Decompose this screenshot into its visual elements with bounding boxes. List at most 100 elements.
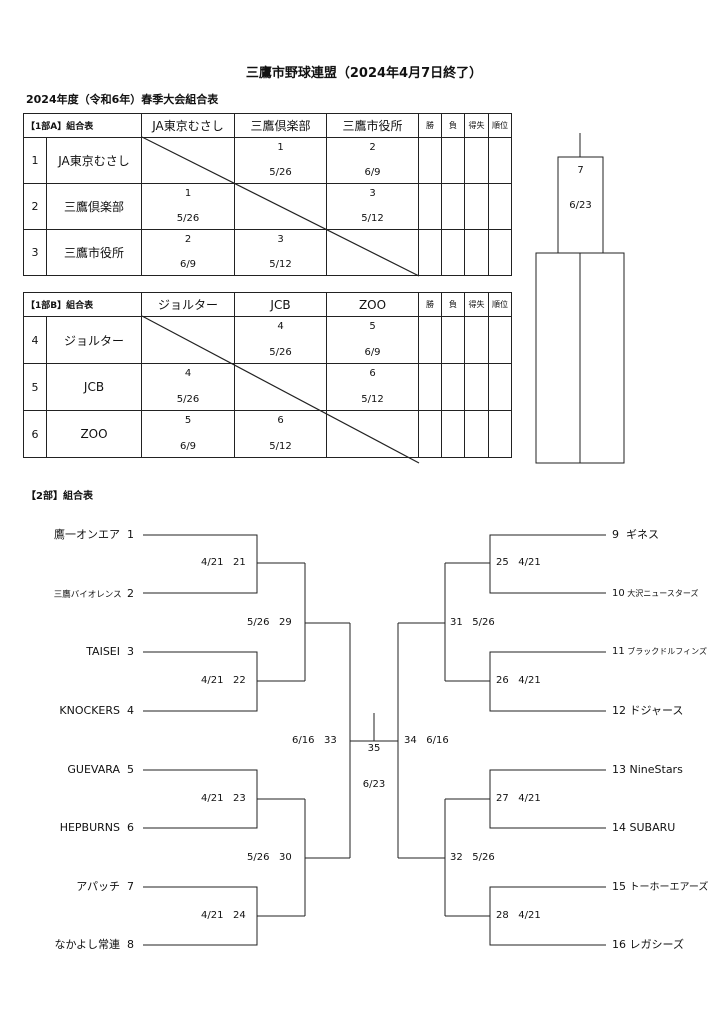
losses-cell [441, 316, 465, 364]
stat-header-run-diff: 得失 [464, 113, 489, 138]
run-diff-cell [464, 229, 489, 276]
team-name: なかよし常連 [54, 938, 120, 951]
team-label-10: 10 大沢ニュースターズ [612, 587, 698, 601]
team-name: ブラックドルフィンズ [627, 647, 707, 656]
game-number: 25 [496, 557, 509, 568]
game-35-date: 6/23 [362, 779, 386, 790]
team-number: 4 [127, 704, 134, 717]
game-32-label: 32 5/26 [450, 852, 495, 864]
game-number: 31 [450, 617, 463, 628]
game-25-label: 25 4/21 [496, 557, 541, 569]
rank-cell [488, 229, 512, 276]
team-number: 8 [127, 938, 134, 951]
div2-caption: 【2部】組合表 [26, 491, 93, 502]
game-33-label: 6/16 33 [292, 735, 337, 747]
league-a-col-team-3: 三鷹市役所 [326, 113, 419, 138]
team-number: 1 [127, 528, 134, 541]
team-number: 6 [23, 410, 47, 458]
team-label-1: 鷹一オンエア 1 [54, 528, 134, 542]
team-name: レガシーズ [629, 938, 684, 951]
team-number: 5 [127, 763, 134, 776]
team-number: 6 [127, 821, 134, 834]
game-date: 4/21 [201, 675, 224, 686]
team-label-9: 9 ギネス [612, 528, 659, 542]
team-name: JA東京むさし [46, 137, 142, 184]
team-label-5: GUEVARA 5 [67, 763, 134, 777]
game-date: 5/26 [472, 617, 495, 628]
losses-cell [441, 363, 465, 411]
game-number: 21 [233, 557, 246, 568]
game-date: 5/26 [472, 852, 495, 863]
stat-header-losses: 負 [441, 292, 465, 317]
team-label-8: なかよし常連 8 [55, 938, 134, 952]
game-date: 5/26 [247, 852, 270, 863]
game-date: 4/21 [518, 910, 541, 921]
game-number: 28 [496, 910, 509, 921]
team-label-12: 12 ドジャース [612, 704, 683, 718]
team-label-16: 16 レガシーズ [612, 938, 684, 952]
run-diff-cell [464, 316, 489, 364]
team-number: 10 [612, 588, 625, 599]
div1-final-date: 6/23 [569, 200, 592, 211]
team-name: SUBARU [629, 821, 676, 834]
team-number: 14 [612, 821, 626, 834]
team-name: NineStars [629, 763, 683, 776]
game-30-label: 5/26 30 [247, 852, 292, 864]
team-number: 11 [612, 646, 625, 657]
team-name: TAISEI [86, 645, 120, 658]
game-26-label: 26 4/21 [496, 675, 541, 687]
team-name: 大沢ニュースターズ [627, 589, 699, 598]
team-label-3: TAISEI 3 [86, 645, 134, 659]
game-date: 4/21 [518, 793, 541, 804]
team-name: ZOO [46, 410, 142, 458]
game-date: 4/21 [518, 675, 541, 686]
team-name: 三鷹倶楽部 [46, 183, 142, 230]
run-diff-cell [464, 410, 489, 458]
team-name: JCB [46, 363, 142, 411]
team-label-4: KNOCKERS 4 [59, 704, 134, 718]
team-name: トーホーエアーズ [629, 882, 709, 893]
team-name: ジョルター [46, 316, 142, 364]
rank-cell [488, 410, 512, 458]
team-number: 3 [127, 645, 134, 658]
team-number: 13 [612, 763, 626, 776]
game-27-label: 27 4/21 [496, 793, 541, 805]
rank-cell [488, 316, 512, 364]
rank-cell [488, 183, 512, 230]
team-name: 三鷹市役所 [46, 229, 142, 276]
game-number: 23 [233, 793, 246, 804]
game-date: 4/21 [201, 557, 224, 568]
team-name: KNOCKERS [59, 704, 120, 717]
team-name: ドジャース [629, 704, 684, 717]
game-date: 6/16 [292, 735, 315, 746]
game-number: 26 [496, 675, 509, 686]
team-number: 7 [127, 880, 134, 893]
tournament-subtitle: 2024年度（令和6年）春季大会組合表 [26, 93, 219, 106]
team-number: 16 [612, 938, 626, 951]
game-number: 34 [404, 735, 417, 746]
team-name: アパッチ [76, 880, 120, 893]
team-label-7: アパッチ 7 [76, 880, 134, 894]
game-21-label: 4/21 21 [201, 557, 246, 569]
team-number: 5 [23, 363, 47, 411]
game-number: 29 [279, 617, 292, 628]
team-label-6: HEPBURNS 6 [60, 821, 134, 835]
game-29-label: 5/26 29 [247, 617, 292, 629]
team-label-11: 11 ブラックドルフィンズ [612, 645, 707, 659]
game-date: 4/21 [201, 793, 224, 804]
wins-cell [418, 229, 442, 276]
div1-final-game-number: 7 [577, 165, 584, 176]
game-31-label: 31 5/26 [450, 617, 495, 629]
game-22-label: 4/21 22 [201, 675, 246, 687]
league-a-col-team-1: JA東京むさし [141, 113, 235, 138]
team-number: 15 [612, 880, 626, 893]
game-date: 4/21 [518, 557, 541, 568]
stat-header-rank: 順位 [488, 292, 512, 317]
team-label-13: 13 NineStars [612, 763, 683, 777]
game-date: 5/26 [247, 617, 270, 628]
league-b-caption: 【1部B】組合表 [23, 292, 142, 317]
game-number: 24 [233, 910, 246, 921]
team-number: 9 [612, 528, 619, 541]
team-label-15: 15 トーホーエアーズ [612, 880, 708, 895]
